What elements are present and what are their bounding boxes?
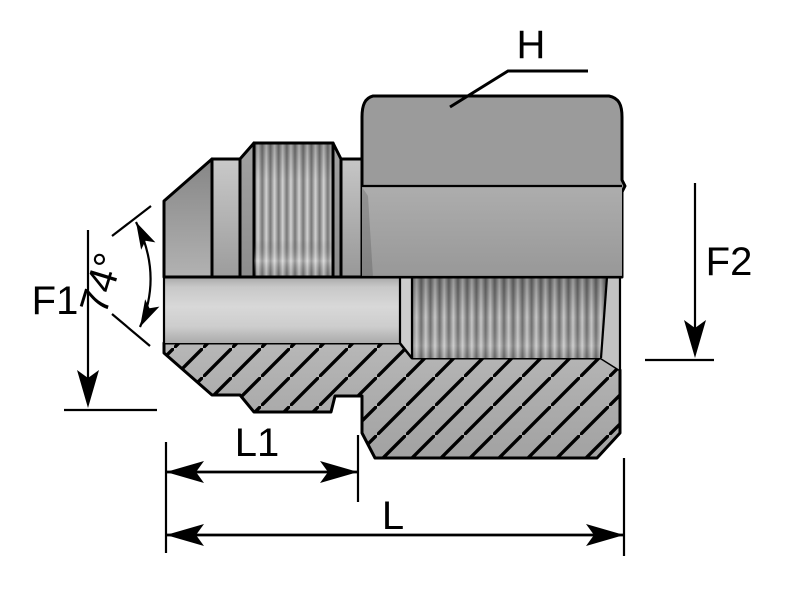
dimension-f2: F2 <box>645 183 753 362</box>
female-thread-end-edge <box>599 276 609 359</box>
l-arrowhead-left <box>166 524 204 546</box>
cone-collar <box>210 157 242 279</box>
dimension-f1: F1 <box>32 230 157 412</box>
f1-arrowhead <box>77 370 99 408</box>
bore-end-face <box>400 277 412 358</box>
label-f1: F1 <box>32 279 79 323</box>
angle-arc-arrowhead-top <box>136 222 156 250</box>
dimension-hex: H <box>449 23 588 109</box>
female-threads-shading <box>412 277 607 358</box>
f2-arrowhead <box>684 320 706 358</box>
angle-arc-arrowhead-bottom <box>140 299 160 327</box>
l1-arrowhead-left <box>166 461 204 483</box>
hex-lower-facet <box>362 187 622 276</box>
dimension-l1: L1 <box>164 421 360 553</box>
label-flare-angle: 74° <box>72 248 132 319</box>
label-l: L <box>382 494 404 538</box>
label-hex: H <box>517 23 546 67</box>
l-arrowhead-right <box>586 524 624 546</box>
bore-interior <box>164 277 400 343</box>
angle-tick-upper <box>111 205 152 237</box>
dimension-flare-angle: 74° <box>72 205 160 347</box>
male-threads-shading <box>254 143 333 277</box>
thread-chamfer-left <box>238 141 256 279</box>
hex-corner-shadow <box>362 187 373 277</box>
l1-arrowhead-right <box>320 461 358 483</box>
label-l1: L1 <box>235 421 280 465</box>
flare-cone-face <box>162 157 214 279</box>
male-end-external <box>162 141 364 279</box>
angle-tick-lower <box>111 313 151 347</box>
section-lower-half <box>162 276 622 460</box>
dimension-l: L <box>166 458 626 556</box>
section-hatch-lines <box>162 341 622 460</box>
bore-chamfer-edge <box>399 342 413 359</box>
thread-shoulder <box>339 157 364 279</box>
hex-leader-line <box>449 69 588 109</box>
hex-body-external <box>360 94 627 279</box>
label-f2: F2 <box>706 240 753 284</box>
